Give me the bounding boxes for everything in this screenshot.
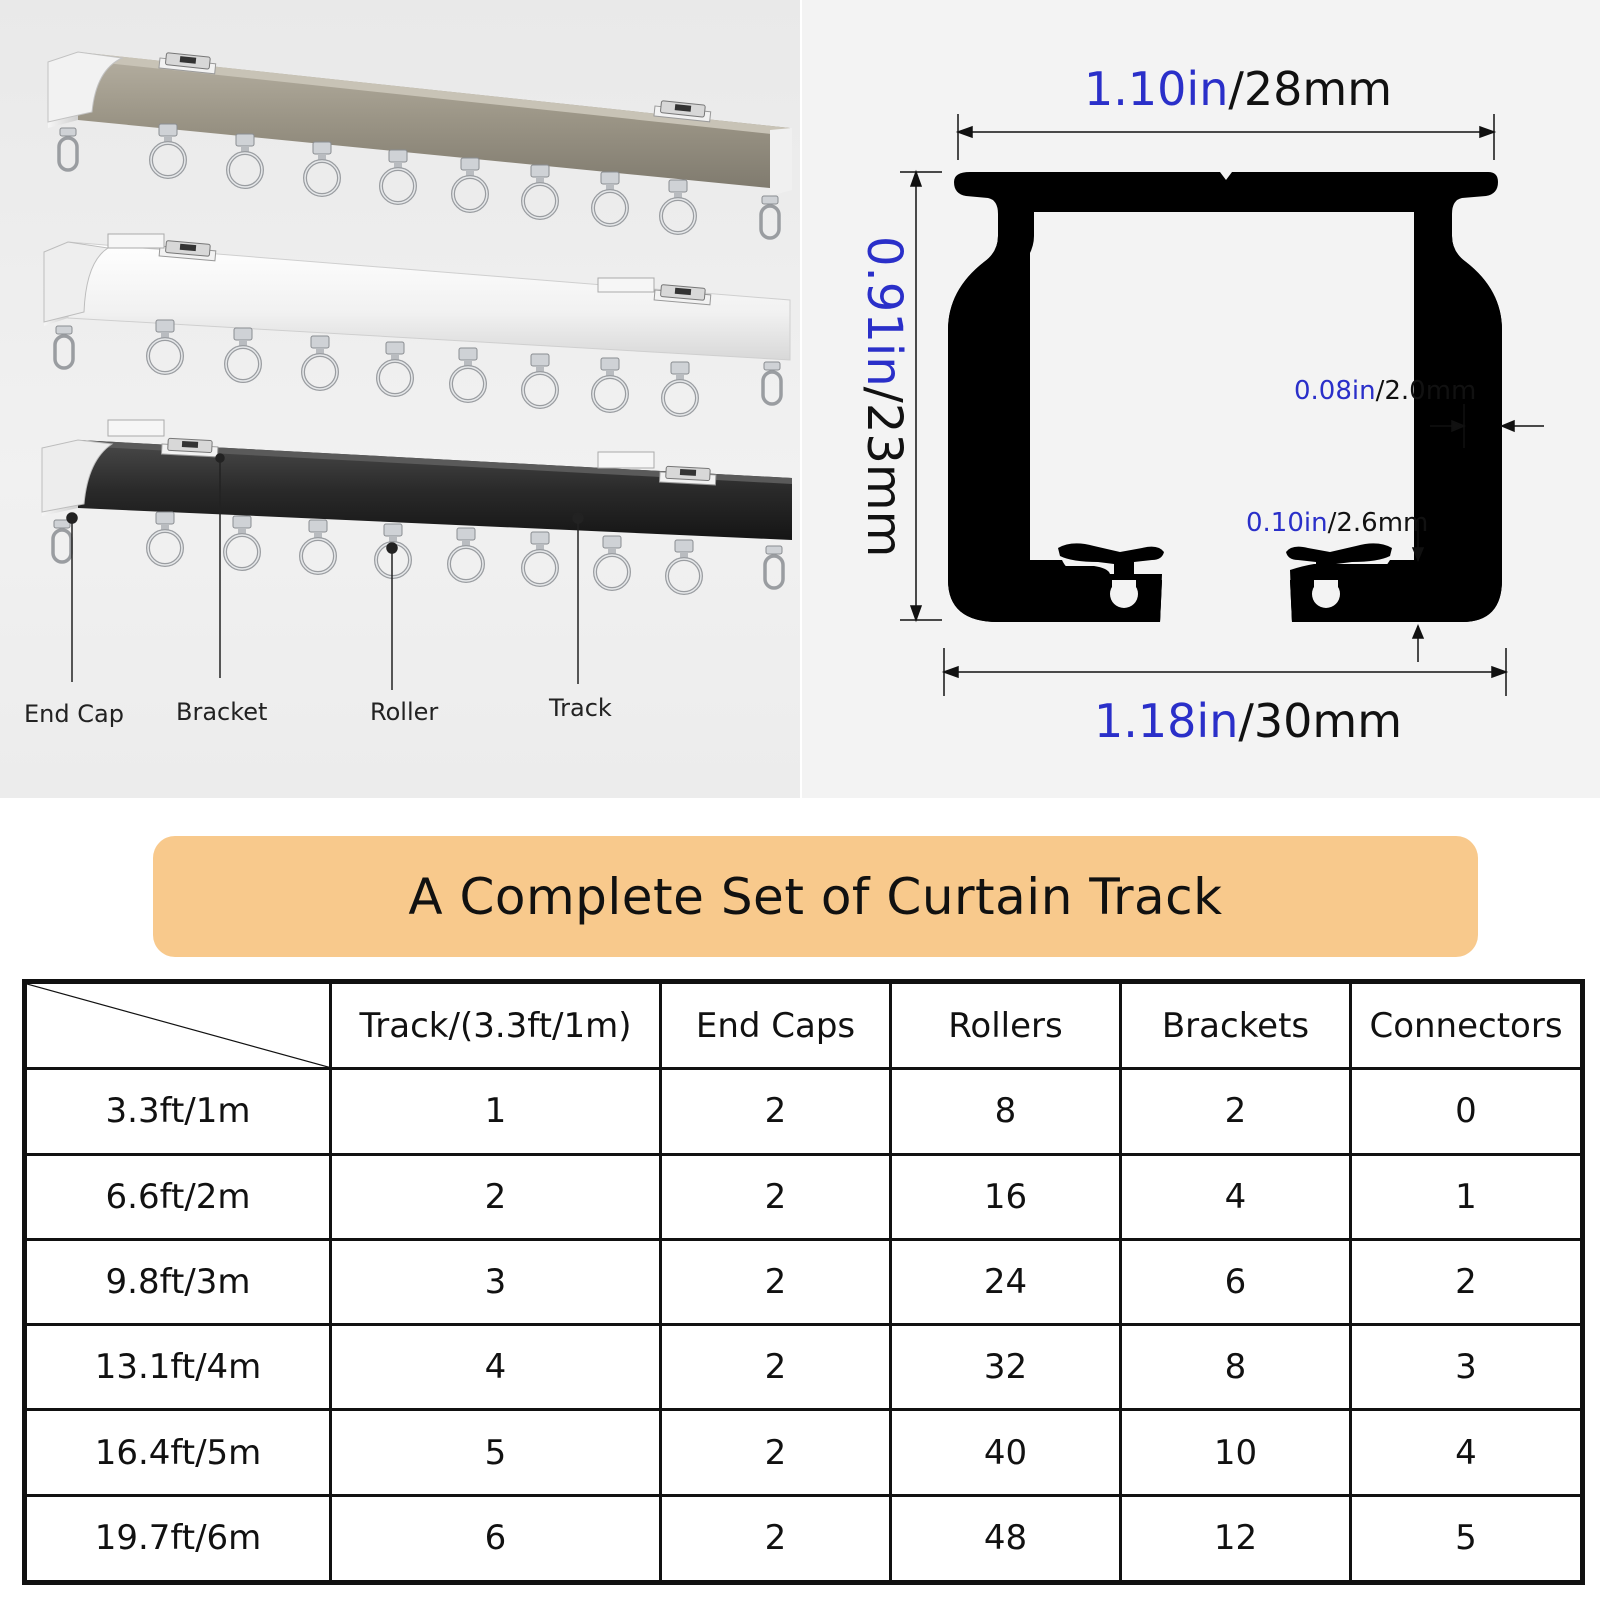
- row-length: 19.7ft/6m: [23, 1493, 332, 1585]
- table-cell: 2: [659, 1493, 892, 1585]
- table-cell: 0: [1349, 1067, 1584, 1156]
- table-cell: 32: [889, 1323, 1122, 1412]
- table-row: 3.3ft/1m 1 2 8 2 0: [23, 1067, 1584, 1156]
- table-cell: 3: [329, 1237, 662, 1327]
- banner-title: A Complete Set of Curtain Track: [408, 867, 1223, 926]
- table-cell: 3: [1349, 1323, 1584, 1412]
- title-banner: A Complete Set of Curtain Track: [153, 836, 1478, 957]
- table-cell: 16: [889, 1152, 1122, 1241]
- table-cell: 2: [1119, 1067, 1352, 1156]
- track-label: Track: [549, 694, 612, 722]
- diagonal-divider: [27, 984, 329, 1067]
- track-white: [43, 233, 791, 417]
- track-tan: [47, 51, 792, 240]
- column-header: Connectors: [1349, 979, 1584, 1071]
- track-profile-drawing: [900, 114, 1544, 696]
- column-header: Track/(3.3ft/1m): [329, 979, 662, 1071]
- height-dimension: 0.91in/23mm: [856, 236, 912, 558]
- table-cell: 2: [329, 1152, 662, 1241]
- top-width-dimension: 1.10in/28mm: [1084, 62, 1393, 116]
- curtain-tracks-illustration: [41, 51, 792, 690]
- table-cell: 1: [329, 1067, 662, 1156]
- table-row: 9.8ft/3m 3 2 24 6 2: [23, 1237, 1584, 1327]
- table-cell: 2: [659, 1237, 892, 1327]
- row-length: 3.3ft/1m: [23, 1067, 332, 1156]
- row-length: 16.4ft/5m: [23, 1408, 332, 1497]
- part-callouts: [66, 453, 584, 690]
- table-cell: 48: [889, 1493, 1122, 1585]
- package-contents-table: Track/(3.3ft/1m) End Caps Rollers Bracke…: [22, 979, 1585, 1585]
- product-illustration-panel: End Cap Bracket Roller Track: [0, 0, 800, 798]
- track-black: [41, 419, 792, 595]
- row-length: 6.6ft/2m: [23, 1152, 332, 1241]
- table-cell: 24: [889, 1237, 1122, 1327]
- table-cell: 8: [1119, 1323, 1352, 1412]
- table-row: 13.1ft/4m 4 2 32 8 3: [23, 1323, 1584, 1412]
- table-cell: 5: [329, 1408, 662, 1497]
- wall-thickness-dimension: 0.08in/2.0mm: [1294, 376, 1477, 406]
- table-cell: 4: [329, 1323, 662, 1412]
- table-cell: 4: [1349, 1408, 1584, 1497]
- lip-thickness-dimension: 0.10in/2.6mm: [1246, 508, 1429, 538]
- table-cell: 2: [659, 1152, 892, 1241]
- table-cell: 10: [1119, 1408, 1352, 1497]
- column-header: End Caps: [659, 979, 892, 1071]
- table-corner-cell: [23, 979, 332, 1071]
- end-cap-label: End Cap: [24, 700, 124, 728]
- column-header: Brackets: [1119, 979, 1352, 1071]
- column-header: Rollers: [889, 979, 1122, 1071]
- table-cell: 12: [1119, 1493, 1352, 1585]
- table-cell: 5: [1349, 1493, 1584, 1585]
- cross-section-panel: 1.10in/28mm 1.18in/30mm 0.08in/2.0mm 0.1…: [802, 0, 1600, 798]
- table-cell: 1: [1349, 1152, 1584, 1241]
- row-length: 9.8ft/3m: [23, 1237, 332, 1327]
- bottom-width-dimension: 1.18in/30mm: [1094, 694, 1403, 748]
- table-cell: 2: [659, 1323, 892, 1412]
- table-cell: 40: [889, 1408, 1122, 1497]
- row-length: 13.1ft/4m: [23, 1323, 332, 1412]
- roller-label: Roller: [370, 698, 439, 726]
- table-cell: 6: [329, 1493, 662, 1585]
- table-cell: 8: [889, 1067, 1122, 1156]
- table-cell: 4: [1119, 1152, 1352, 1241]
- table-cell: 2: [659, 1408, 892, 1497]
- table-header-row: Track/(3.3ft/1m) End Caps Rollers Bracke…: [23, 979, 1584, 1071]
- table-row: 19.7ft/6m 6 2 48 12 5: [23, 1493, 1584, 1585]
- table-row: 6.6ft/2m 2 2 16 4 1: [23, 1152, 1584, 1241]
- dimension-lines: [900, 114, 1544, 696]
- table-cell: 2: [1349, 1237, 1584, 1327]
- table-cell: 6: [1119, 1237, 1352, 1327]
- bracket-label: Bracket: [176, 698, 268, 726]
- table-cell: 2: [659, 1067, 892, 1156]
- table-row: 16.4ft/5m 5 2 40 10 4: [23, 1408, 1584, 1497]
